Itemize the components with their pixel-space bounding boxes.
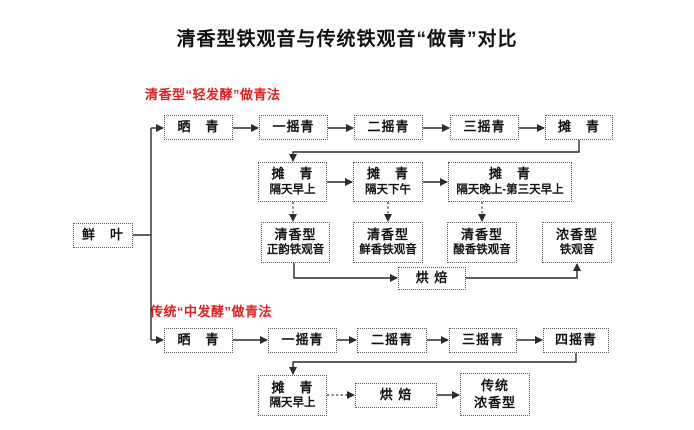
light-result-3: 清香型 酸香铁观音 (447, 222, 517, 263)
light-step-shaiqing: 晒 青 (164, 115, 233, 140)
node-label: 鲜 叶 (81, 227, 124, 243)
node-label: 四摇青 (554, 332, 597, 348)
light-baking-node: 烘 焙 (398, 267, 466, 290)
node-label: 晒 青 (177, 332, 220, 348)
trad-step-yao3: 三摇青 (449, 328, 517, 353)
light-step-yao2: 二摇青 (354, 115, 423, 140)
node-label: 二摇青 (370, 332, 413, 348)
light-result-2: 清香型 鲜香铁观音 (353, 222, 423, 263)
node-label: 三摇青 (461, 332, 504, 348)
node-sublabel: 隔天晚上-第三天早上 (456, 183, 564, 196)
node-sublabel: 酸香铁观音 (453, 244, 511, 257)
node-label: 摊 青 (271, 379, 314, 395)
connector-baking-result4 (466, 263, 581, 279)
node-label: 烘 焙 (379, 387, 413, 403)
node-label: 一摇青 (272, 119, 315, 135)
node-label: 摊 青 (557, 119, 600, 135)
light-result-1: 清香型 正韵铁观音 (261, 222, 330, 263)
node-sublabel: 铁观音 (559, 244, 595, 257)
node-sublabel: 浓香型 (473, 394, 516, 410)
node-label: 摊 青 (271, 166, 314, 182)
diagram-title: 清香型铁观音与传统铁观音“做青”对比 (176, 29, 518, 50)
node-label: 传统 (480, 377, 509, 393)
traditional-method-label: 传统“中发酵”做青法 (150, 304, 273, 319)
node-label: 晒 青 (177, 119, 220, 135)
light-step-tanqing: 摊 青 (545, 115, 613, 140)
node-label: 清香型 (366, 226, 409, 242)
light-spread-1: 摊 青 隔天早上 (258, 162, 327, 202)
light-spread-3: 摊 青 隔天晚上-第三天早上 (448, 162, 572, 202)
light-step-yao1: 一摇青 (259, 115, 328, 140)
node-sublabel: 隔天早上 (269, 397, 316, 410)
light-step-yao3: 三摇青 (450, 115, 519, 140)
light-result-4: 浓香型 铁观音 (542, 222, 612, 263)
trad-step-shaiqing: 晒 青 (164, 328, 233, 353)
node-label: 二摇青 (367, 119, 410, 135)
trad-baking-node: 烘 焙 (355, 383, 437, 408)
trad-step-yao4: 四摇青 (543, 328, 609, 353)
trad-step-yao2: 二摇青 (357, 328, 427, 353)
light-spread-2: 摊 青 隔天下午 (353, 162, 423, 202)
trad-spread-node: 摊 青 隔天早上 (258, 375, 327, 416)
node-label: 浓香型 (555, 226, 598, 242)
connector-trad-yao4-down (289, 353, 577, 375)
node-sublabel: 正韵铁观音 (266, 244, 325, 257)
node-label: 清香型 (460, 226, 503, 242)
connector-result1-baking (293, 263, 398, 282)
node-label: 摊 青 (366, 166, 409, 182)
node-sublabel: 隔天早上 (269, 183, 316, 196)
node-label: 烘 焙 (415, 270, 449, 286)
light-method-label: 清香型“轻发酵”做青法 (145, 87, 281, 102)
node-sublabel: 鲜香铁观音 (359, 244, 417, 257)
node-label: 摊 青 (488, 166, 531, 182)
fresh-leaf-node: 鲜 叶 (73, 223, 133, 248)
node-label: 三摇青 (463, 119, 506, 135)
node-label: 清香型 (274, 226, 317, 242)
trad-result-node: 传统 浓香型 (460, 373, 530, 416)
node-sublabel: 隔天下午 (365, 183, 411, 196)
node-label: 一摇青 (281, 332, 324, 348)
connector-light-tanqing-down (289, 140, 580, 162)
trad-step-yao1: 一摇青 (268, 328, 337, 353)
